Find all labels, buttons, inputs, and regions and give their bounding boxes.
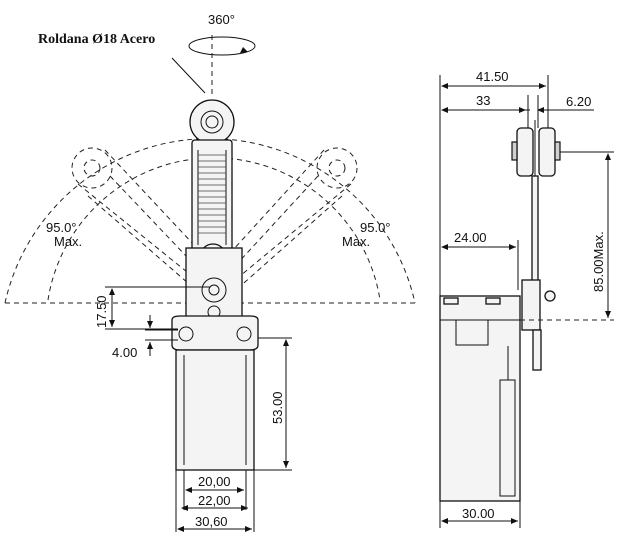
angle-left-suffix: Max. — [54, 234, 82, 249]
dim-24-00: 24.00 — [441, 230, 519, 290]
side-body — [439, 295, 521, 502]
dim-6-20-label: 6.20 — [566, 94, 591, 109]
dim-20-00-label: 20,00 — [198, 474, 231, 489]
angle-right-suffix: Max. — [342, 234, 370, 249]
dim-53-00: 53.00 — [254, 337, 292, 471]
dim-30-00-label: 30.00 — [462, 506, 495, 521]
switch-body — [175, 349, 255, 471]
dim-side-top: 41.50 33 6.20 — [439, 69, 594, 296]
flange-hole-right — [236, 326, 252, 342]
side-rod — [531, 175, 539, 282]
head-block — [185, 247, 243, 319]
dim-22-00-label: 22,00 — [198, 493, 231, 508]
dim-4-00-label: 4.00 — [112, 345, 137, 360]
dim-53-00-label: 53.00 — [270, 391, 285, 424]
right-ghost-arm — [221, 147, 358, 291]
title-label: Roldana Ø18 Acero — [38, 32, 155, 47]
dim-17-50: 17.50 — [94, 286, 210, 330]
angle-left-value: 95.0° — [46, 220, 77, 235]
front-view: Roldana Ø18 Acero 360° — [4, 12, 416, 532]
dim-17-50-label: 17.50 — [94, 295, 109, 328]
dim-41-50-label: 41.50 — [476, 69, 509, 84]
dim-4-00: 4.00 — [112, 315, 178, 360]
dim-30-60-label: 30,60 — [195, 514, 228, 529]
lever-arm — [189, 99, 235, 271]
mounting-flange — [171, 315, 259, 351]
dim-30-00: 30.00 — [439, 501, 521, 528]
dim-bottom-widths: 20,00 22,00 30,60 — [175, 470, 255, 532]
side-roller — [511, 120, 561, 185]
rotation-label: 360° — [208, 12, 235, 27]
dim-24-00-label: 24.00 — [454, 230, 487, 245]
dim-85-00-label: 85.00Max. — [591, 231, 606, 292]
angle-right-value: 95.0° — [360, 220, 391, 235]
rotation-arrow-icon — [240, 47, 248, 53]
side-hinge — [521, 279, 541, 331]
dim-33-label: 33 — [476, 93, 490, 108]
flange-hole-left — [178, 326, 194, 342]
dim-85-00: 85.00Max. — [520, 151, 614, 321]
title-leader — [171, 57, 206, 94]
side-view: 41.50 33 6.20 24.00 85.00Max. 30.00 — [439, 69, 614, 528]
rotation-ellipse — [188, 36, 256, 56]
